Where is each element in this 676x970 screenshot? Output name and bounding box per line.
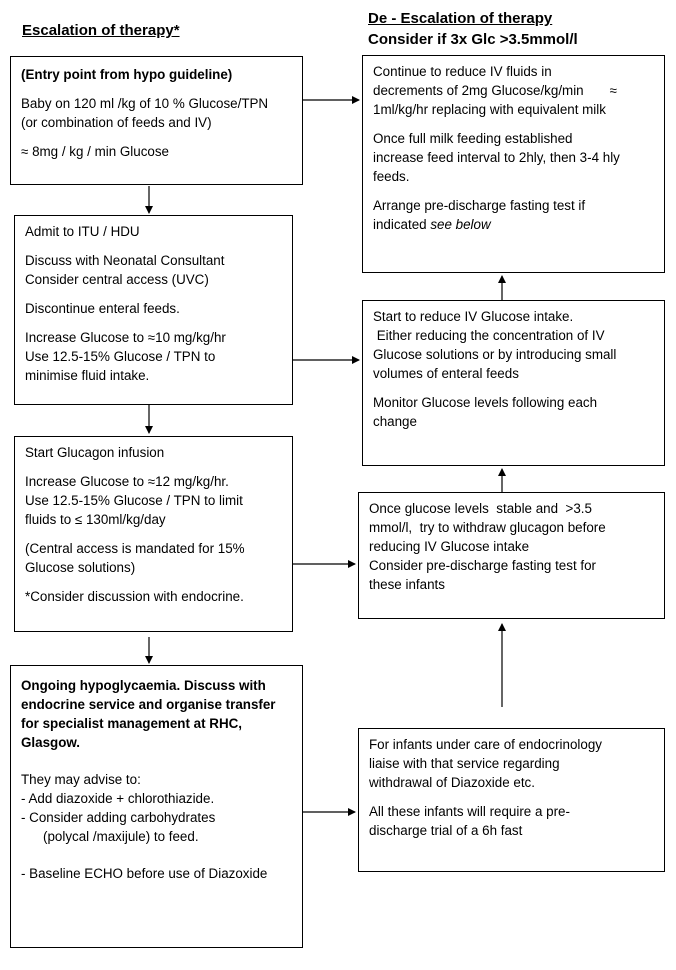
entry-point-text: (Entry point from hypo guideline)	[21, 67, 233, 82]
ongoing-line-3: for specialist management at RHC,	[21, 716, 243, 731]
endo-line-3: withdrawal of Diazoxide etc.	[369, 775, 535, 790]
admit-line-1: Admit to ITU / HDU	[25, 224, 140, 239]
continue-reduce-box: Continue to reduce IV fluids in decremen…	[362, 55, 665, 273]
admit-line-7: minimise fluid intake.	[25, 368, 150, 383]
start-reduce-line-4: volumes of enteral feeds	[373, 366, 519, 381]
stable-line-4: Consider pre-discharge fasting test for	[369, 558, 597, 573]
ongoing-box: Ongoing hypoglycaemia. Discuss with endo…	[10, 665, 303, 948]
endo-line-5: discharge trial of a 6h fast	[369, 823, 523, 838]
start-reduce-line-1: Start to reduce IV Glucose intake.	[373, 309, 574, 324]
ongoing-line-9: - Baseline ECHO before use of Diazoxide	[21, 866, 268, 881]
continue-line-3: 1ml/kg/hr replacing with equivalent milk	[373, 102, 606, 117]
glucagon-line-7: *Consider discussion with endocrine.	[25, 589, 244, 604]
entry-line-1: Baby on 120 ml /kg of 10 % Glucose/TPN	[21, 96, 269, 111]
ongoing-line-8: (polycal /maxijule) to feed.	[43, 829, 199, 844]
endocrinology-box: For infants under care of endocrinology …	[358, 728, 665, 872]
admit-box: Admit to ITU / HDU Discuss with Neonatal…	[14, 215, 293, 405]
ongoing-line-4: Glasgow.	[21, 735, 81, 750]
entry-box: (Entry point from hypo guideline) Baby o…	[10, 56, 303, 185]
ongoing-line-1: Ongoing hypoglycaemia. Discuss with	[21, 678, 266, 693]
glucagon-line-1: Start Glucagon infusion	[25, 445, 165, 460]
endo-line-4: All these infants will require a pre-	[369, 804, 570, 819]
continue-line-8a: indicated	[373, 217, 431, 232]
ongoing-line-6: - Add diazoxide + chlorothiazide.	[21, 791, 215, 806]
start-reduce-line-6: change	[373, 414, 417, 429]
stable-glucose-box: Once glucose levels stable and >3.5 mmol…	[358, 492, 665, 619]
start-reduce-line-5: Monitor Glucose levels following each	[373, 395, 598, 410]
right-title: De - Escalation of therapy	[368, 10, 553, 27]
admit-line-3: Consider central access (UVC)	[25, 272, 209, 287]
continue-line-2: decrements of 2mg Glucose/kg/min ≈	[373, 83, 618, 98]
glucagon-line-4: fluids to ≤ 130ml/kg/day	[25, 512, 166, 527]
ongoing-line-2: endocrine service and organise transfer	[21, 697, 276, 712]
start-reduce-box: Start to reduce IV Glucose intake. Eithe…	[362, 300, 665, 466]
ongoing-line-7: - Consider adding carbohydrates	[21, 810, 216, 825]
continue-line-7: Arrange pre-discharge fasting test if	[373, 198, 586, 213]
continue-line-4: Once full milk feeding established	[373, 131, 573, 146]
start-reduce-line-3: Glucose solutions or by introducing smal…	[373, 347, 617, 362]
see-below-text: see below	[430, 217, 491, 232]
endo-line-1: For infants under care of endocrinology	[369, 737, 602, 752]
glucagon-line-5: (Central access is mandated for 15%	[25, 541, 245, 556]
stable-line-3: reducing IV Glucose intake	[369, 539, 530, 554]
continue-line-5: increase feed interval to 2hly, then 3-4…	[373, 150, 620, 165]
continue-line-1: Continue to reduce IV fluids in	[373, 64, 552, 79]
entry-line-3: ≈ 8mg / kg / min Glucose	[21, 144, 170, 159]
glucagon-line-6: Glucose solutions)	[25, 560, 136, 575]
ongoing-line-5: They may advise to:	[21, 772, 141, 787]
glucagon-line-3: Use 12.5-15% Glucose / TPN to limit	[25, 493, 243, 508]
glucagon-line-2: Increase Glucose to ≈12 mg/kg/hr.	[25, 474, 229, 489]
right-subtitle: Consider if 3x Glc >3.5mmol/l	[368, 31, 578, 48]
entry-line-2: (or combination of feeds and IV)	[21, 115, 212, 130]
glucagon-box: Start Glucagon infusion Increase Glucose…	[14, 436, 293, 632]
admit-line-5: Increase Glucose to ≈10 mg/kg/hr	[25, 330, 226, 345]
continue-line-8: indicated see below	[373, 215, 654, 234]
stable-line-5: these infants	[369, 577, 445, 592]
endo-line-2: liaise with that service regarding	[369, 756, 560, 771]
admit-line-2: Discuss with Neonatal Consultant	[25, 253, 225, 268]
admit-line-4: Discontinue enteral feeds.	[25, 301, 180, 316]
continue-line-6: feeds.	[373, 169, 410, 184]
stable-line-1: Once glucose levels stable and >3.5	[369, 501, 592, 516]
start-reduce-line-2: Either reducing the concentration of IV	[373, 328, 605, 343]
left-title: Escalation of therapy*	[22, 22, 180, 39]
stable-line-2: mmol/l, try to withdraw glucagon before	[369, 520, 606, 535]
admit-line-6: Use 12.5-15% Glucose / TPN to	[25, 349, 216, 364]
